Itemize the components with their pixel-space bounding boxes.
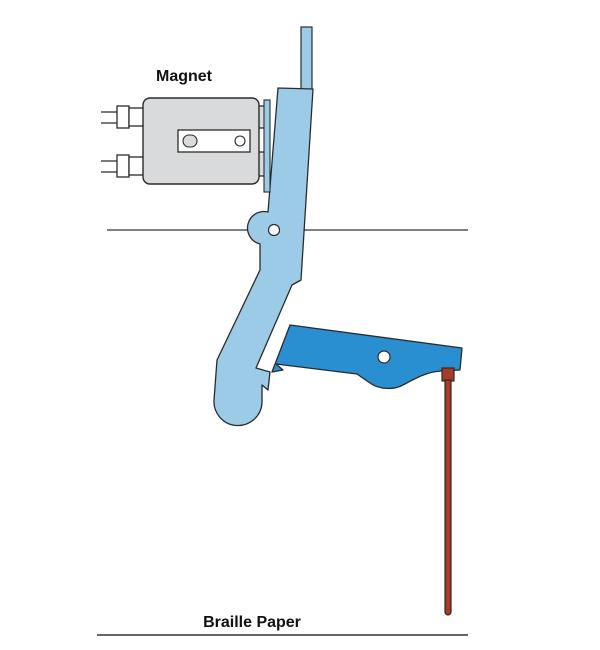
armature-plate [263, 99, 271, 193]
magnet-slot [177, 129, 251, 153]
armature-arm [213, 87, 314, 427]
lever-pivot [377, 350, 391, 364]
braille-paper-label: Braille Paper [203, 614, 301, 631]
lever-body [271, 324, 463, 390]
lever [271, 324, 463, 390]
magnet-terminal-top [101, 105, 145, 129]
armature [213, 26, 314, 427]
magnet-label: Magnet [156, 68, 213, 85]
pin-head [441, 367, 455, 382]
magnet-slot-inner [182, 134, 198, 148]
magnet: Magnet [101, 68, 266, 185]
pin-shaft [444, 379, 452, 616]
embossing-pin [441, 367, 455, 616]
magnet-slot-hole [234, 135, 246, 147]
magnet-terminal-bottom [101, 154, 145, 178]
armature-pivot [267, 223, 281, 237]
